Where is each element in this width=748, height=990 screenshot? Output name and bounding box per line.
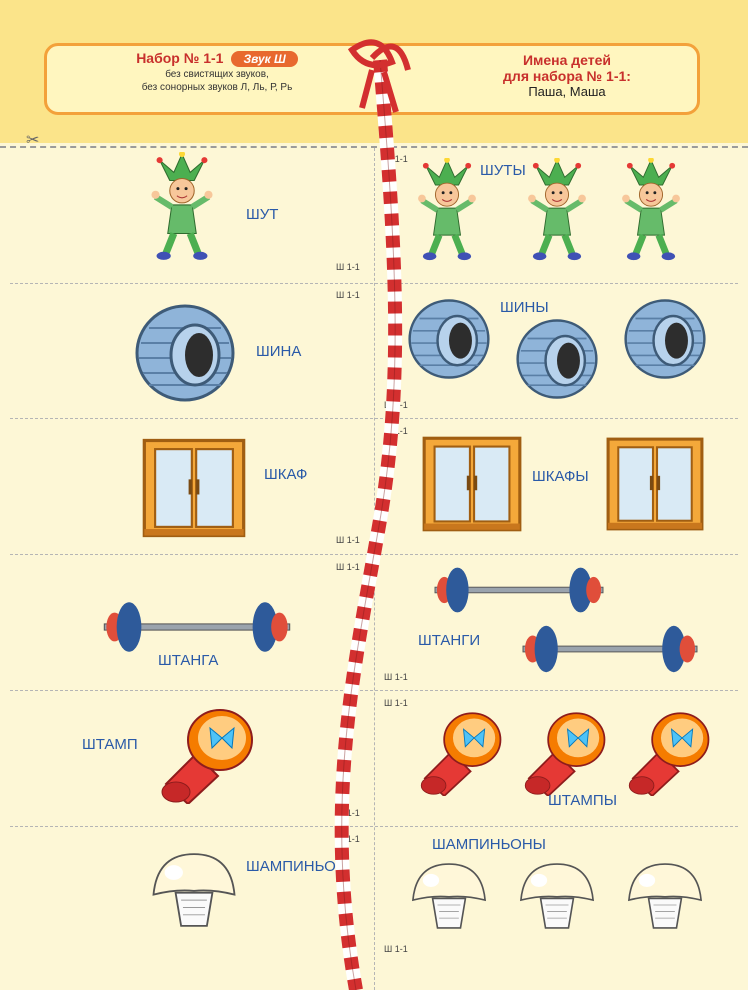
card-code: Ш 1-1 — [384, 698, 408, 708]
card-code: Ш 1-1 — [336, 290, 360, 300]
names-title-1: Имена детей — [522, 52, 612, 68]
word-single: ШТАНГА — [158, 652, 219, 669]
set-note-1: без свистящих звуков, — [165, 69, 269, 80]
names-info: Имена детей для набора № 1-1: Паша, Маша — [447, 52, 687, 99]
word-single: ШАМПИНЬОН — [246, 858, 347, 875]
card-code: Ш 1-1 — [336, 562, 360, 572]
word-plural: ШАМПИНЬОНЫ — [432, 836, 546, 853]
card-code: Ш 1-1 — [384, 944, 408, 954]
card-code: Ш 1-1 — [336, 535, 360, 545]
word-plural: ШИНЫ — [500, 299, 549, 316]
cut-line — [0, 146, 748, 148]
word-plural: ШТАНГИ — [418, 632, 481, 649]
word-single: ШИНА — [256, 343, 302, 360]
word-plural: ШТАМПЫ — [548, 792, 617, 809]
word-plural: ШКАФЫ — [532, 468, 589, 485]
card-code: Ш 1-1 — [384, 672, 408, 682]
scissors-icon: ✂ — [26, 132, 40, 149]
word-single: ШТАМП — [82, 736, 138, 753]
card-code: Ш 1-1 — [336, 262, 360, 272]
names-title-2: для набора № 1-1: — [503, 68, 631, 84]
word-single: ШКАФ — [264, 466, 308, 483]
sound-badge: Звук Ш — [231, 51, 298, 67]
set-note-2: без сонорных звуков Л, Ль, Р, Рь — [141, 82, 293, 93]
card-code: Ш 1-1 — [384, 154, 408, 164]
word-single: ШУТ — [246, 206, 279, 223]
child-names: Паша, Маша — [528, 84, 606, 99]
set-title: Набор № 1-1 — [136, 50, 224, 66]
word-plural: ШУТЫ — [480, 162, 526, 179]
